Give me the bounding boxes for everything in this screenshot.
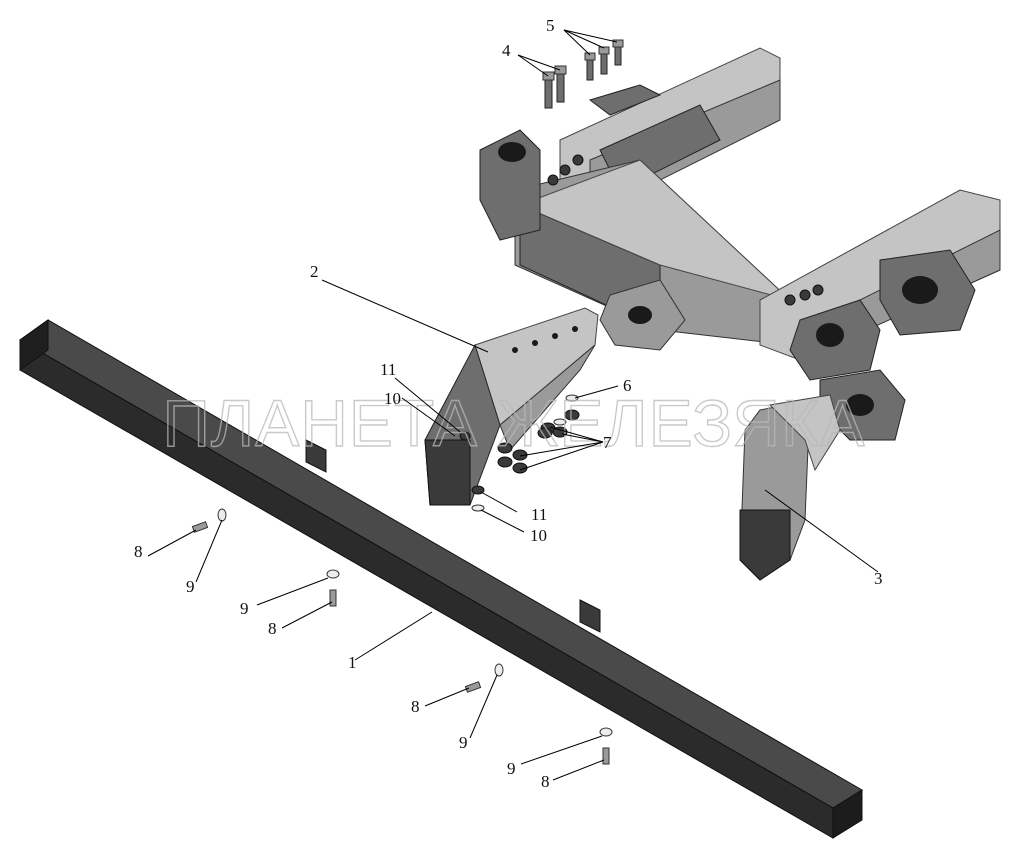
callout-9-d: 9 xyxy=(507,759,516,778)
bolts-5 xyxy=(584,39,624,81)
leader-lines xyxy=(147,29,879,781)
bolt-8-b xyxy=(326,569,340,607)
watermark-text: ПЛАНЕТА ЖЕЛЕЗЯКА xyxy=(162,386,865,460)
bracket-2 xyxy=(424,307,599,506)
bolt-8-d xyxy=(599,727,613,765)
callout-2: 2 xyxy=(310,262,319,281)
callout-10-b: 10 xyxy=(530,526,547,545)
callout-9-a: 9 xyxy=(186,577,195,596)
callout-3: 3 xyxy=(874,569,883,588)
callout-4: 4 xyxy=(502,41,511,60)
callout-8-a: 8 xyxy=(134,542,143,561)
callout-5: 5 xyxy=(546,16,555,35)
fasteners-10-11 xyxy=(459,431,485,512)
bumper-beam-1 xyxy=(19,319,863,839)
callout-9-b: 9 xyxy=(240,599,249,618)
callout-7: 7 xyxy=(603,433,612,452)
callout-11-b: 11 xyxy=(531,505,547,524)
callout-9-c: 9 xyxy=(459,733,468,752)
bracket-3 xyxy=(739,394,841,581)
callout-8-c: 8 xyxy=(411,697,420,716)
bolt-8-c xyxy=(464,663,504,693)
callout-1: 1 xyxy=(348,653,357,672)
bolts-4 xyxy=(542,65,567,109)
callout-11-a: 11 xyxy=(380,360,396,379)
bolt-8-a xyxy=(191,508,227,533)
frame-assembly xyxy=(479,47,1001,441)
callout-8-b: 8 xyxy=(268,619,277,638)
callout-6: 6 xyxy=(623,376,632,395)
callout-10-a: 10 xyxy=(384,389,401,408)
callout-8-d: 8 xyxy=(541,772,550,791)
callout-labels: 1 2 3 4 5 6 7 8 8 8 8 9 9 9 9 10 10 11 1… xyxy=(134,16,883,791)
